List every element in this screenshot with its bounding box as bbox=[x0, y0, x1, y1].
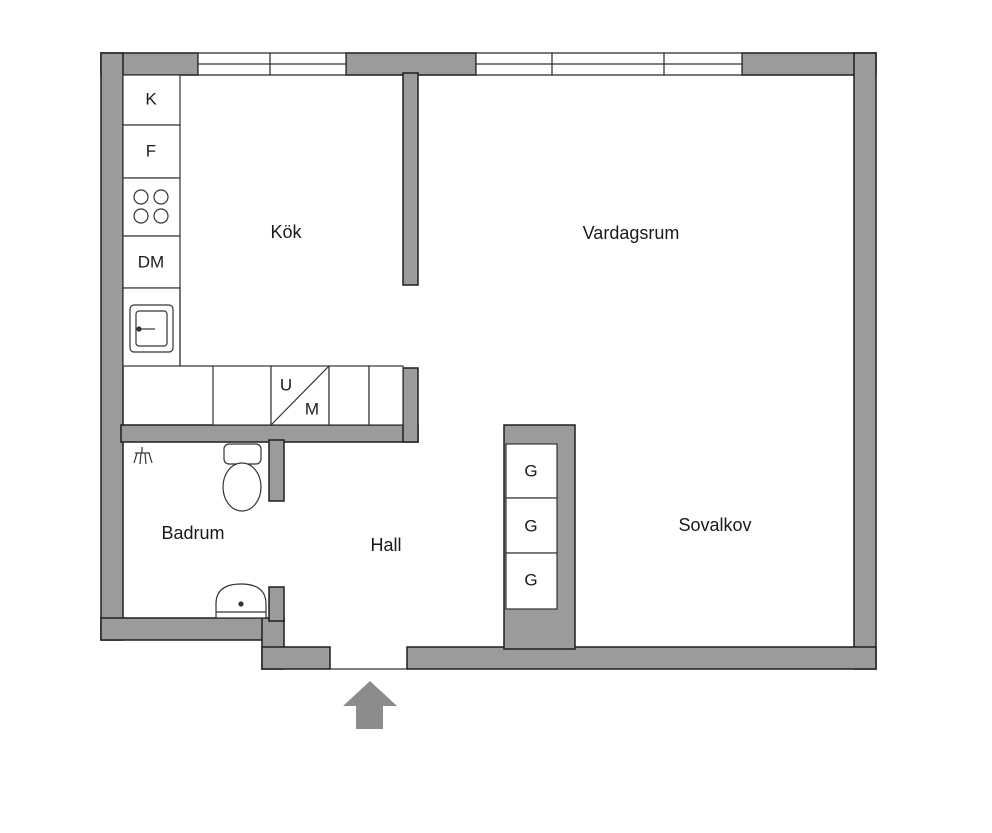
wardrobe-labels: G G G bbox=[524, 461, 537, 589]
room-kitchen-label: Kök bbox=[270, 222, 302, 242]
shower-head-icon bbox=[133, 447, 153, 465]
cabinet-u-label: U bbox=[280, 375, 292, 394]
kitchen-appliance-labels: K F DM U M bbox=[138, 89, 319, 418]
freezer-label: F bbox=[146, 141, 156, 160]
wall-right bbox=[853, 52, 877, 670]
wall-bottom-left bbox=[100, 617, 265, 641]
toilet-icon bbox=[222, 443, 262, 512]
wall-bottom-right bbox=[406, 646, 877, 670]
wall-bathroom-upper bbox=[268, 439, 285, 502]
wall-bathroom-lower bbox=[268, 586, 285, 622]
stove-icon bbox=[133, 189, 169, 224]
freezer-cabinet bbox=[122, 124, 181, 179]
wall-bottom-entry-left bbox=[261, 646, 331, 670]
kitchen-counter bbox=[122, 74, 404, 426]
lower-cabinet-3 bbox=[328, 365, 370, 426]
dishwasher-label: DM bbox=[138, 252, 164, 271]
wall-top-middle bbox=[345, 52, 477, 76]
washbasin-icon bbox=[215, 583, 267, 619]
entrance-arrow-icon bbox=[343, 681, 397, 729]
wardrobe-2-label: G bbox=[524, 516, 537, 535]
room-hall-label: Hall bbox=[370, 535, 401, 555]
wardrobe-1-label: G bbox=[524, 461, 537, 480]
windows bbox=[197, 52, 743, 76]
window-living bbox=[475, 52, 743, 76]
room-labels: Kök Vardagsrum Badrum Hall Sovalkov bbox=[161, 222, 751, 555]
wall-left bbox=[100, 52, 124, 641]
lower-cabinet-1 bbox=[212, 365, 272, 426]
wall-kitchen-hall-vertical bbox=[402, 367, 419, 443]
wardrobe-1 bbox=[505, 443, 558, 499]
wardrobe-3 bbox=[505, 552, 558, 610]
room-bathroom-label: Badrum bbox=[161, 523, 224, 543]
bathroom-fixtures bbox=[133, 443, 267, 619]
wardrobes bbox=[505, 443, 558, 610]
um-diagonal bbox=[270, 365, 330, 426]
fridge-cabinet bbox=[122, 74, 181, 126]
stove-cabinet bbox=[122, 177, 181, 237]
cabinet-m-label: M bbox=[305, 399, 319, 418]
fridge-label: K bbox=[145, 89, 157, 108]
wardrobe-3-label: G bbox=[524, 570, 537, 589]
window-kitchen bbox=[197, 52, 347, 76]
wall-kitchen-living bbox=[402, 72, 419, 286]
room-living-label: Vardagsrum bbox=[583, 223, 680, 243]
lower-cabinet-4 bbox=[368, 365, 404, 426]
dishwasher-cabinet bbox=[122, 235, 181, 289]
room-sleeping-alcove-label: Sovalkov bbox=[678, 515, 751, 535]
walls bbox=[100, 52, 877, 670]
kitchen-sink-icon bbox=[129, 304, 174, 353]
